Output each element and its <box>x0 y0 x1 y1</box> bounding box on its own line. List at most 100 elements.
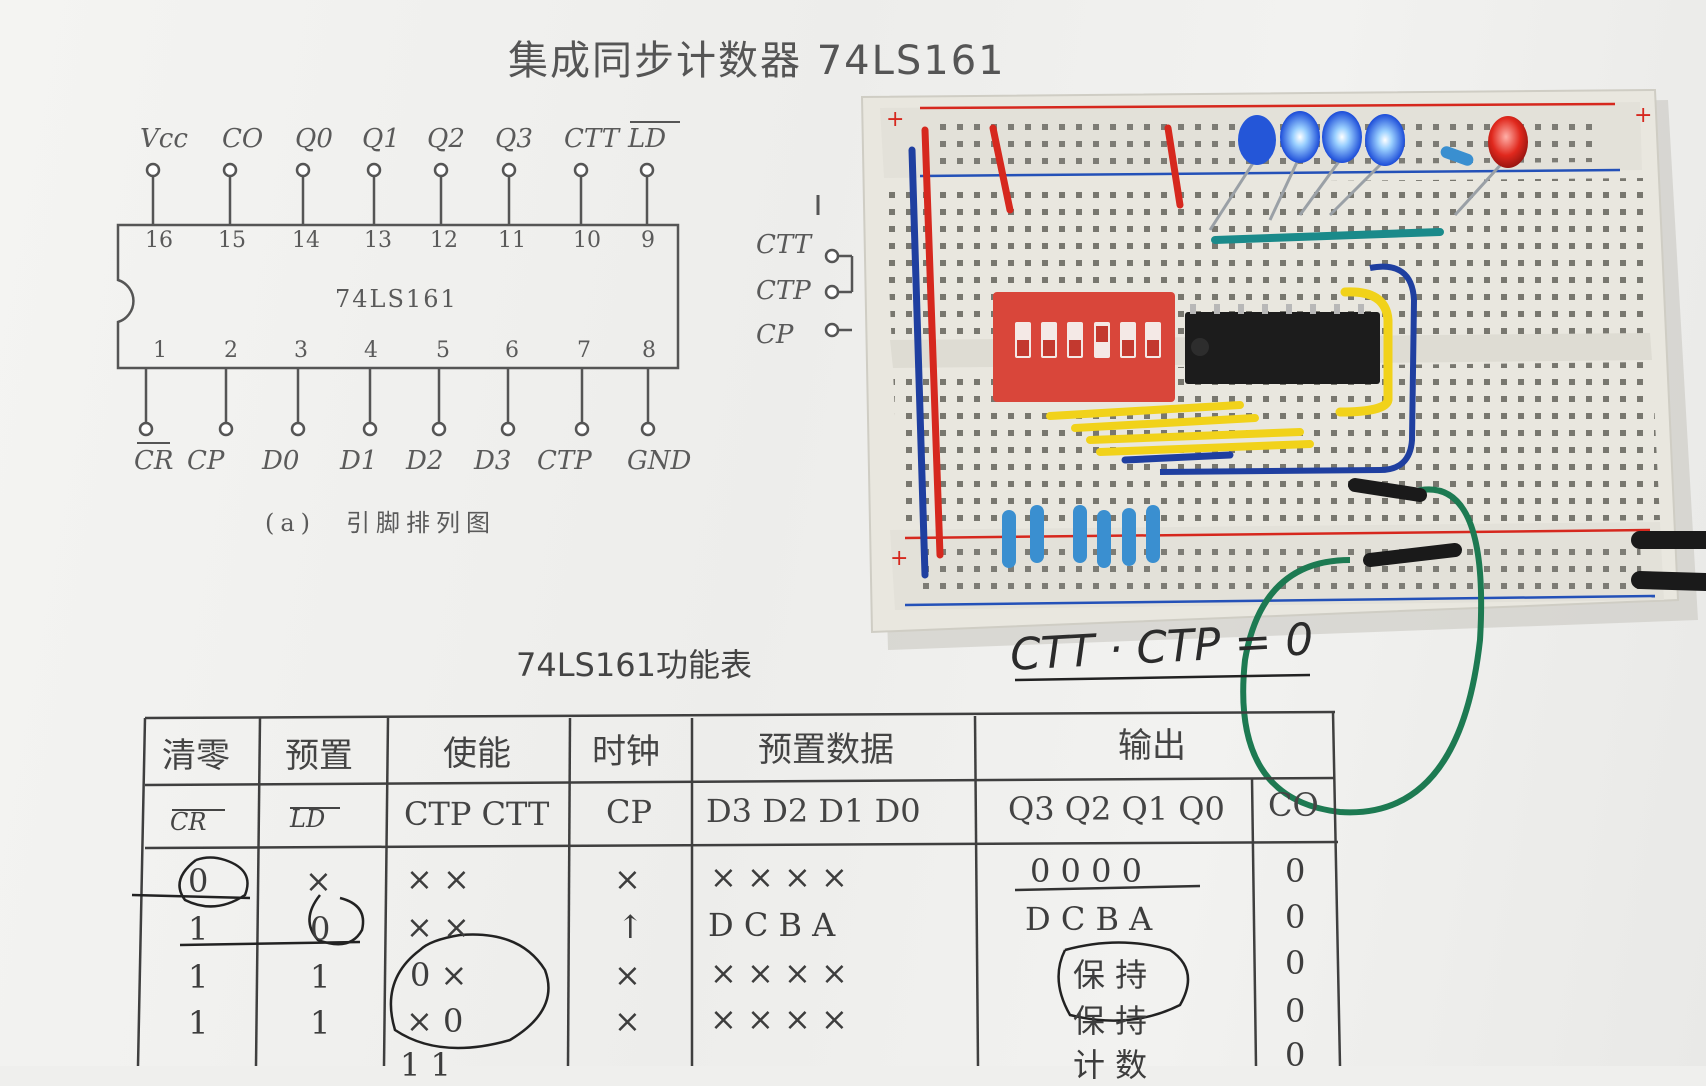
table-cell: 0 <box>1285 898 1306 936</box>
header-clock: 时钟 <box>592 732 660 772</box>
table-cell: × × <box>406 860 470 898</box>
side-label-cp: CP <box>756 320 794 350</box>
svg-text:+: + <box>886 107 904 132</box>
subheader-cp: CP <box>606 793 653 831</box>
table-cell: 1 <box>188 1004 209 1042</box>
chip-label: 74LS161 <box>335 285 458 313</box>
pin-number: 8 <box>642 338 656 363</box>
pin-label-q0: Q0 <box>295 124 333 154</box>
table-title: 74LS161功能表 <box>516 646 752 684</box>
header-output: 输出 <box>1118 726 1186 766</box>
pin-number: 16 <box>145 228 173 253</box>
table-cell: D C B A <box>708 906 836 944</box>
header-preset: 预置 <box>285 736 353 776</box>
subheader-ld: LD <box>290 805 326 833</box>
pin-number: 2 <box>224 338 238 363</box>
table-cell: 0 <box>1285 992 1306 1030</box>
subheader-enable: CTP CTT <box>404 795 550 833</box>
table-cell: 0 <box>310 910 331 948</box>
svg-text:+: + <box>1634 103 1652 128</box>
pin-label-d3: D3 <box>474 446 512 476</box>
table-cell: 1 <box>310 958 331 996</box>
table-cell: × <box>614 860 641 898</box>
header-clear: 清零 <box>162 736 230 776</box>
dip-switch <box>993 292 1175 402</box>
pin-label-d2: D2 <box>406 446 444 476</box>
pin-number: 1 <box>153 338 167 363</box>
chip-outline <box>116 223 680 370</box>
bottom-pins <box>138 368 656 437</box>
pin-label-vcc: Vcc <box>140 124 188 154</box>
table-cell: 0 <box>1285 852 1306 890</box>
pin-label-ld: LD <box>628 124 667 154</box>
svg-text:+: + <box>890 546 908 571</box>
top-pins <box>145 162 655 225</box>
page-title: 集成同步计数器 74LS161 <box>508 38 1006 84</box>
header-preset-data: 预置数据 <box>758 730 894 770</box>
table-cell: 1 <box>188 958 209 996</box>
table-cell: × <box>614 956 641 994</box>
subheader-co: CO <box>1268 786 1319 824</box>
pin-label-ctp: CTP <box>537 446 592 476</box>
table-cell: 0 <box>188 862 209 900</box>
table-cell: ↑ <box>617 908 644 946</box>
pin-number: 14 <box>292 228 320 253</box>
table-cell: 保 持 <box>1073 956 1148 994</box>
table-cell: 0 <box>1285 944 1306 982</box>
pin-label-co: CO <box>222 124 264 154</box>
pen-annotations <box>131 673 1311 1050</box>
pin-label-q2: Q2 <box>427 124 465 154</box>
table-cell: × 0 <box>406 1002 464 1040</box>
pin-label-d0: D0 <box>262 446 300 476</box>
pin-label-q1: Q1 <box>362 124 400 154</box>
table-cell: 0 0 0 0 <box>1030 852 1142 890</box>
pin-number: 5 <box>436 338 450 363</box>
pin-number: 11 <box>498 228 526 253</box>
side-terminals <box>824 248 854 338</box>
pin-number: 10 <box>573 228 601 253</box>
blue-wire <box>908 146 929 579</box>
pin-label-q3: Q3 <box>495 124 533 154</box>
diagram-caption: (a) 引脚排列图 <box>265 509 497 537</box>
table-cell: × × × × <box>710 954 848 992</box>
pin-label-ctt: CTT <box>564 124 620 154</box>
leds <box>1238 111 1528 168</box>
ic-chip <box>1185 312 1380 384</box>
pin-number: 7 <box>577 338 591 363</box>
red-wire <box>921 126 944 559</box>
table-cell: × × <box>406 908 470 946</box>
table-cell: 1 1 <box>400 1046 451 1084</box>
pin-number: 12 <box>430 228 458 253</box>
table-cell: 1 <box>310 1004 331 1042</box>
table-cell: 计 数 <box>1073 1046 1148 1084</box>
pin-number: 9 <box>641 228 655 253</box>
table-cell: D C B A <box>1025 900 1153 938</box>
table-cell: 0 × <box>410 956 468 994</box>
pin-label-d1: D1 <box>340 446 378 476</box>
table-cell: 1 <box>188 910 209 948</box>
pin-number: 15 <box>218 228 246 253</box>
table-cell: 0 <box>1285 1036 1306 1074</box>
side-label-ctp: CTP <box>756 276 811 306</box>
pin-label-gnd: GND <box>627 446 692 476</box>
resistors <box>1002 146 1474 568</box>
table-cell: × <box>614 1002 641 1040</box>
table-cell: × <box>305 862 332 900</box>
subheader-cr: CR <box>170 808 207 836</box>
pin-label-cr: CR <box>134 446 174 476</box>
table-cell: 保 持 <box>1073 1002 1148 1040</box>
subheader-q: Q3 Q2 Q1 Q0 <box>1008 790 1225 828</box>
pin-number: 4 <box>364 338 378 363</box>
pin-number: 13 <box>364 228 392 253</box>
subheader-data: D3 D2 D1 D0 <box>706 792 921 830</box>
header-enable: 使能 <box>443 734 511 774</box>
pin-number: 3 <box>294 338 308 363</box>
pin-label-cp: CP <box>187 446 225 476</box>
table-cell: × × × × <box>710 858 848 896</box>
pin-number: 6 <box>505 338 519 363</box>
side-label-ctt: CTT <box>756 230 812 260</box>
table-cell: × × × × <box>710 1000 848 1038</box>
